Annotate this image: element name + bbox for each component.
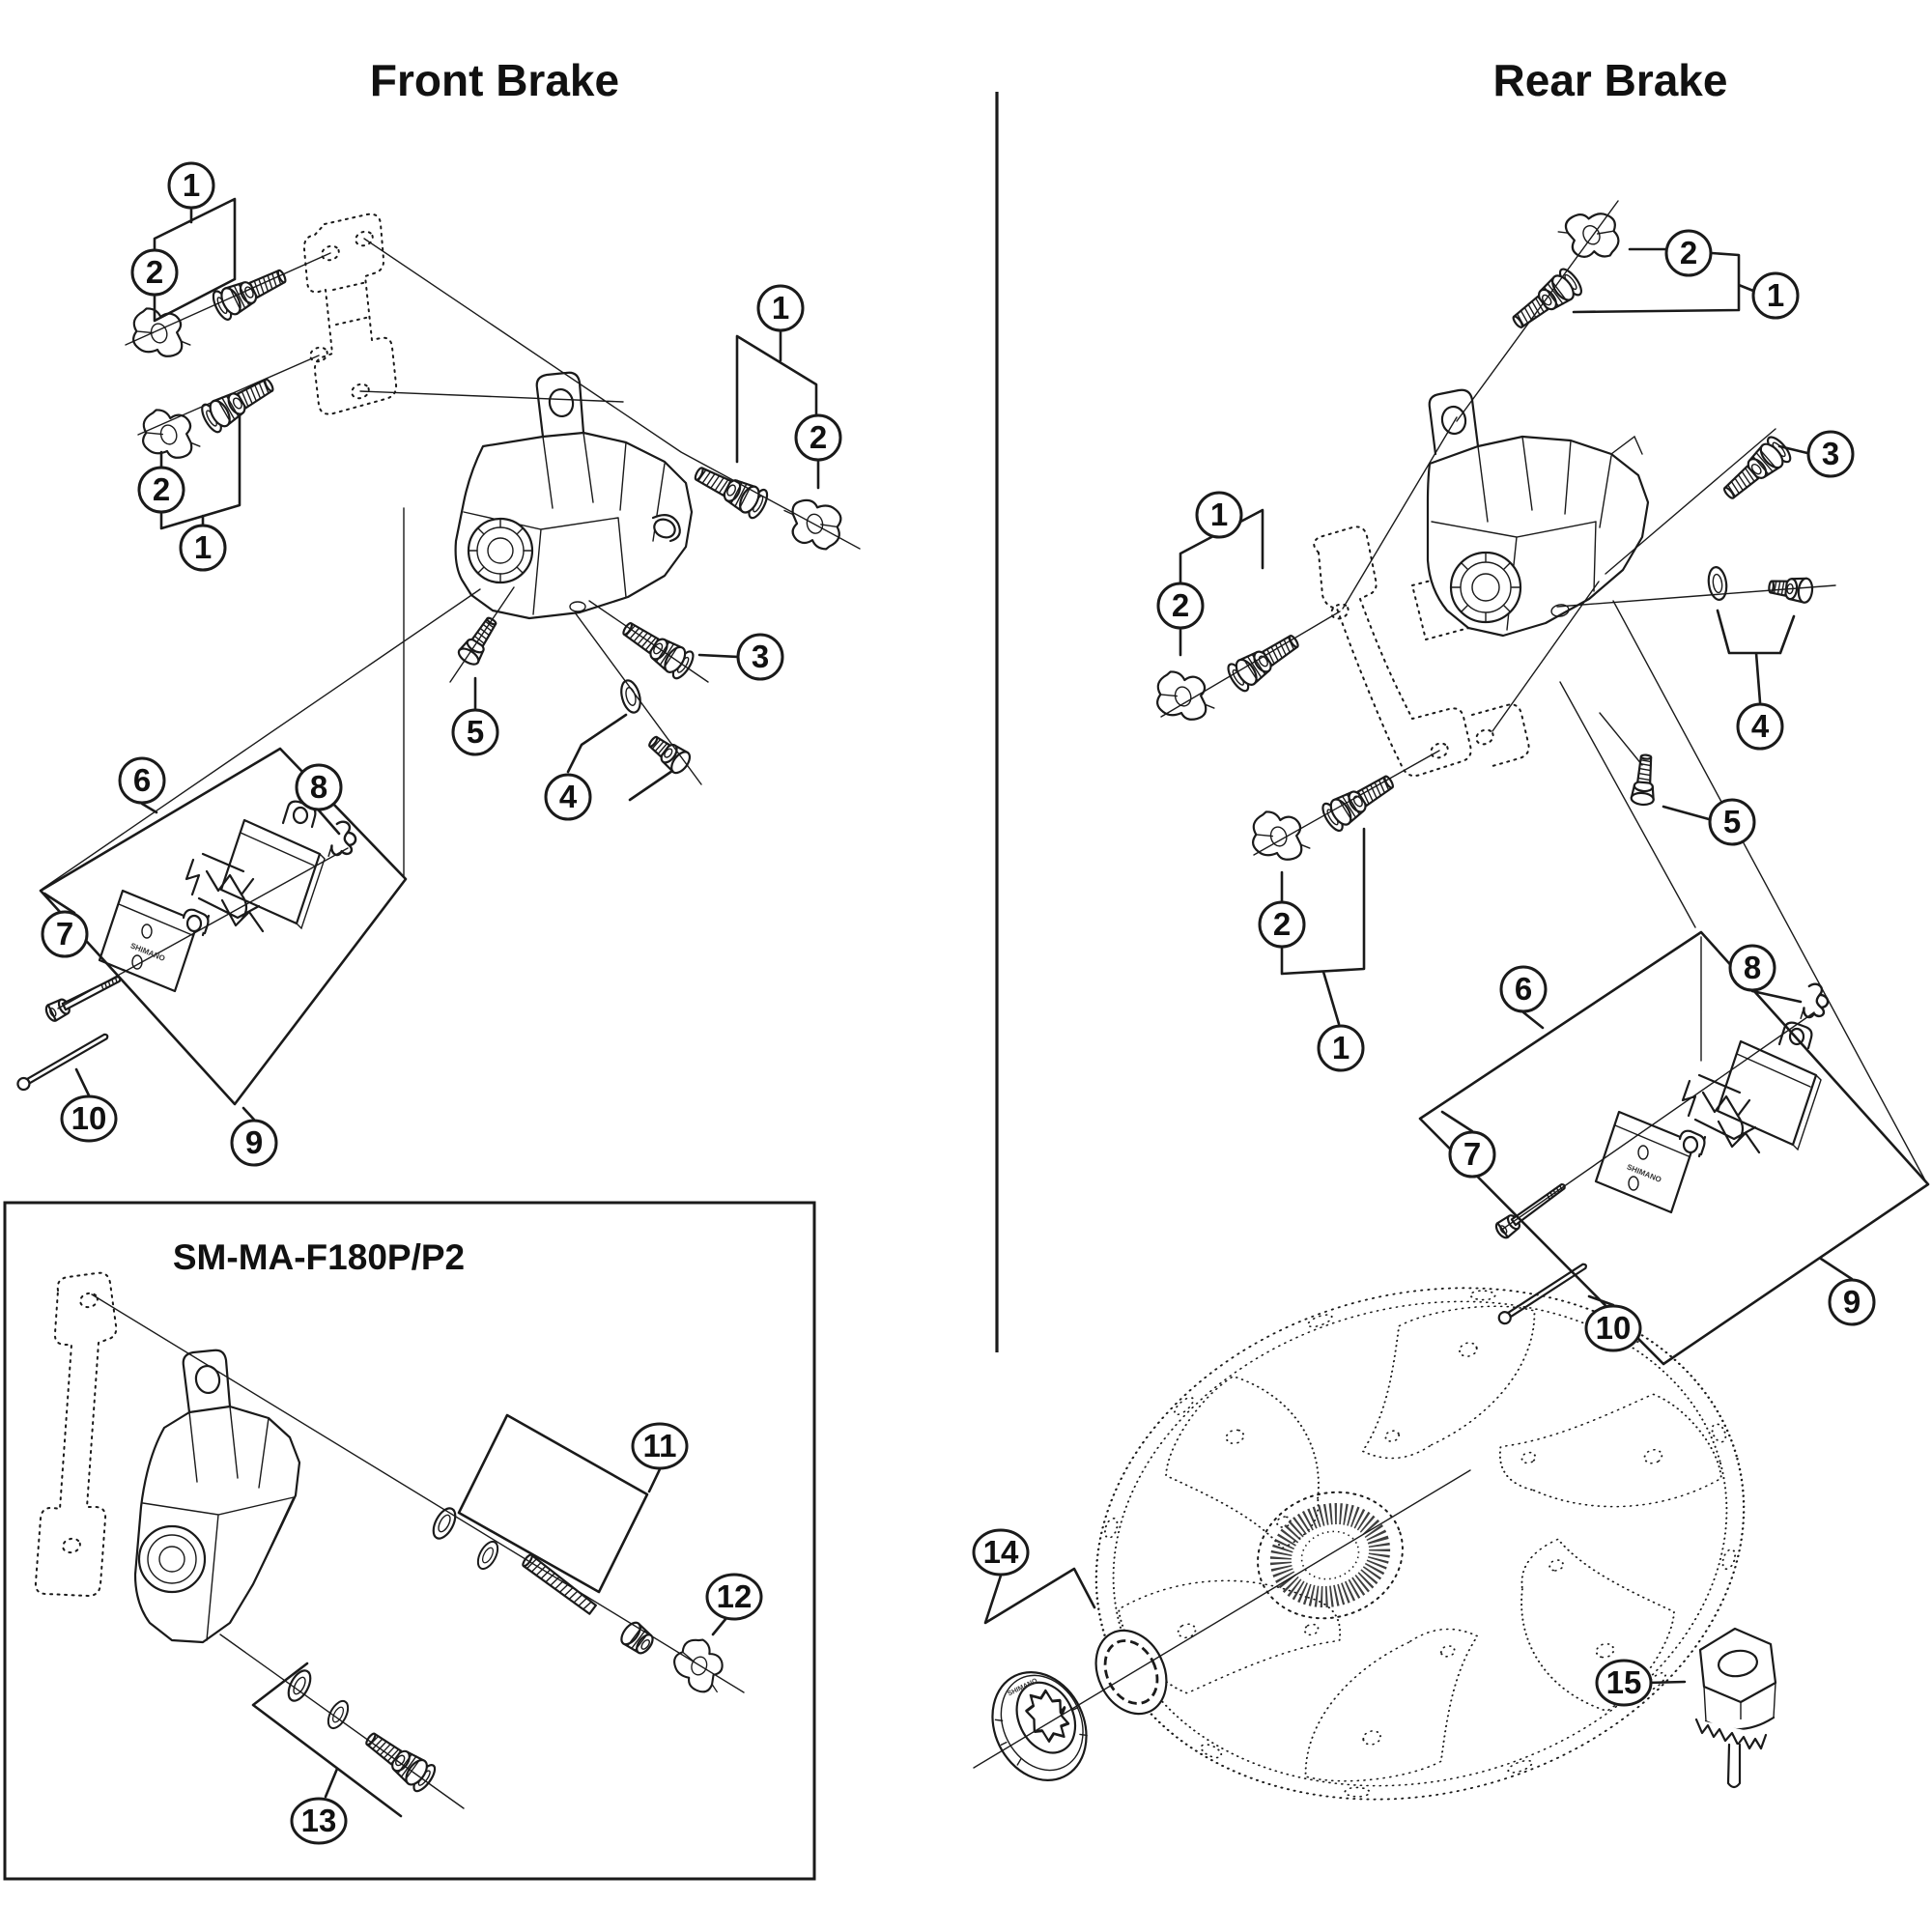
svg-text:14: 14 <box>983 1534 1019 1570</box>
callout-14-rotor: 14 <box>972 1528 1030 1577</box>
inset-title: SM-MA-F180P/P2 <box>173 1237 465 1277</box>
svg-text:2: 2 <box>146 254 163 290</box>
svg-text:1: 1 <box>194 529 212 565</box>
svg-text:4: 4 <box>1751 708 1770 744</box>
disc-rotor-phantom <box>1094 1287 1746 1801</box>
rotor-section: SHIMANO <box>991 1287 1777 1801</box>
rotor-callout-brackets <box>983 1567 1687 1685</box>
callout-1-rear: 1 <box>1317 1024 1365 1072</box>
rotor-lock-ring: SHIMANO <box>991 1671 1088 1781</box>
svg-text:8: 8 <box>310 769 327 805</box>
callout-2-rear: 2 <box>1258 900 1306 949</box>
svg-text:6: 6 <box>1515 971 1532 1007</box>
callout-2-front: 2 <box>794 413 842 462</box>
callout-12-inset: 12 <box>705 1573 763 1621</box>
rear-callout-brackets <box>1179 247 1930 1366</box>
svg-text:3: 3 <box>1822 436 1839 471</box>
svg-text:6: 6 <box>133 762 151 798</box>
svg-text:5: 5 <box>467 714 484 750</box>
callout-7-front: 7 <box>41 910 89 958</box>
callout-10-rear: 10 <box>1584 1304 1642 1352</box>
svg-text:9: 9 <box>245 1124 263 1160</box>
callout-1-front: 1 <box>756 284 805 332</box>
callout-4-front: 4 <box>544 773 592 821</box>
callout-2-rear: 2 <box>1156 582 1205 630</box>
svg-text:13: 13 <box>301 1803 337 1838</box>
svg-text:11: 11 <box>643 1428 677 1463</box>
svg-text:10: 10 <box>71 1100 107 1136</box>
svg-text:10: 10 <box>1596 1310 1632 1346</box>
svg-text:1: 1 <box>772 290 789 326</box>
callout-13-inset: 13 <box>290 1797 348 1845</box>
svg-text:1: 1 <box>183 167 200 203</box>
callout-9-front: 9 <box>230 1119 278 1167</box>
svg-text:12: 12 <box>717 1578 753 1614</box>
callout-5-front: 5 <box>451 708 499 756</box>
callout-10-front: 10 <box>60 1094 118 1143</box>
front-brake-section <box>14 213 848 1094</box>
svg-text:2: 2 <box>153 471 170 507</box>
front-axis-lines <box>42 238 861 1009</box>
callout-2-front: 2 <box>137 466 185 514</box>
callout-11-inset: 11 <box>631 1422 689 1470</box>
svg-text:4: 4 <box>559 779 578 814</box>
svg-text:15: 15 <box>1606 1664 1642 1700</box>
callout-15-rotor: 15 <box>1595 1659 1653 1707</box>
front-callout-brackets <box>39 197 820 1122</box>
rotor-axis-line <box>973 1469 1471 1769</box>
svg-text:1: 1 <box>1332 1030 1350 1065</box>
front-brake-title: Front Brake <box>370 55 619 105</box>
callout-2-rear: 2 <box>1664 229 1713 277</box>
svg-text:2: 2 <box>810 419 827 455</box>
callout-9-rear: 9 <box>1828 1278 1876 1326</box>
svg-text:3: 3 <box>752 639 769 674</box>
svg-text:2: 2 <box>1680 235 1697 270</box>
callout-1-rear: 1 <box>1195 491 1243 539</box>
lockring-tool <box>1694 1627 1777 1789</box>
svg-text:8: 8 <box>1744 950 1761 985</box>
svg-text:9: 9 <box>1843 1284 1861 1320</box>
callout-1-rear: 1 <box>1751 271 1800 320</box>
callout-3-rear: 3 <box>1806 430 1855 478</box>
svg-text:7: 7 <box>56 916 73 952</box>
callout-6-front: 6 <box>118 756 166 805</box>
front-adapter-bracket-phantom <box>302 213 398 415</box>
callout-5-rear: 5 <box>1708 798 1756 846</box>
inset-axis-lines <box>91 1293 745 1809</box>
inset-callout-brackets <box>251 1413 728 1818</box>
front-caliper-body <box>454 371 694 620</box>
svg-text:7: 7 <box>1463 1136 1481 1172</box>
svg-text:2: 2 <box>1172 587 1189 623</box>
callout-8-rear: 8 <box>1728 944 1776 992</box>
callout-4-rear: 4 <box>1736 702 1784 751</box>
rotor-toothed-washer <box>1094 1629 1168 1716</box>
callout-3-front: 3 <box>736 633 784 681</box>
svg-text:1: 1 <box>1210 497 1228 532</box>
adapter-inset-box: SM-MA-F180P/P2 <box>3 1201 816 1881</box>
callout-2-front: 2 <box>130 248 179 297</box>
rear-axis-lines <box>1160 200 1926 1230</box>
callout-8-front: 8 <box>295 763 343 811</box>
svg-text:5: 5 <box>1723 804 1741 839</box>
rear-brake-title: Rear Brake <box>1493 55 1728 105</box>
svg-text:1: 1 <box>1767 277 1784 313</box>
rotor-hub-spline <box>1257 1491 1404 1620</box>
callout-7-rear: 7 <box>1448 1130 1496 1179</box>
svg-text:2: 2 <box>1273 906 1291 942</box>
inset-caliper-body <box>133 1349 301 1644</box>
callout-1-front: 1 <box>179 524 227 572</box>
callout-1-front: 1 <box>167 161 215 210</box>
callout-6-rear: 6 <box>1499 965 1548 1013</box>
inset-box-border <box>3 1201 816 1881</box>
